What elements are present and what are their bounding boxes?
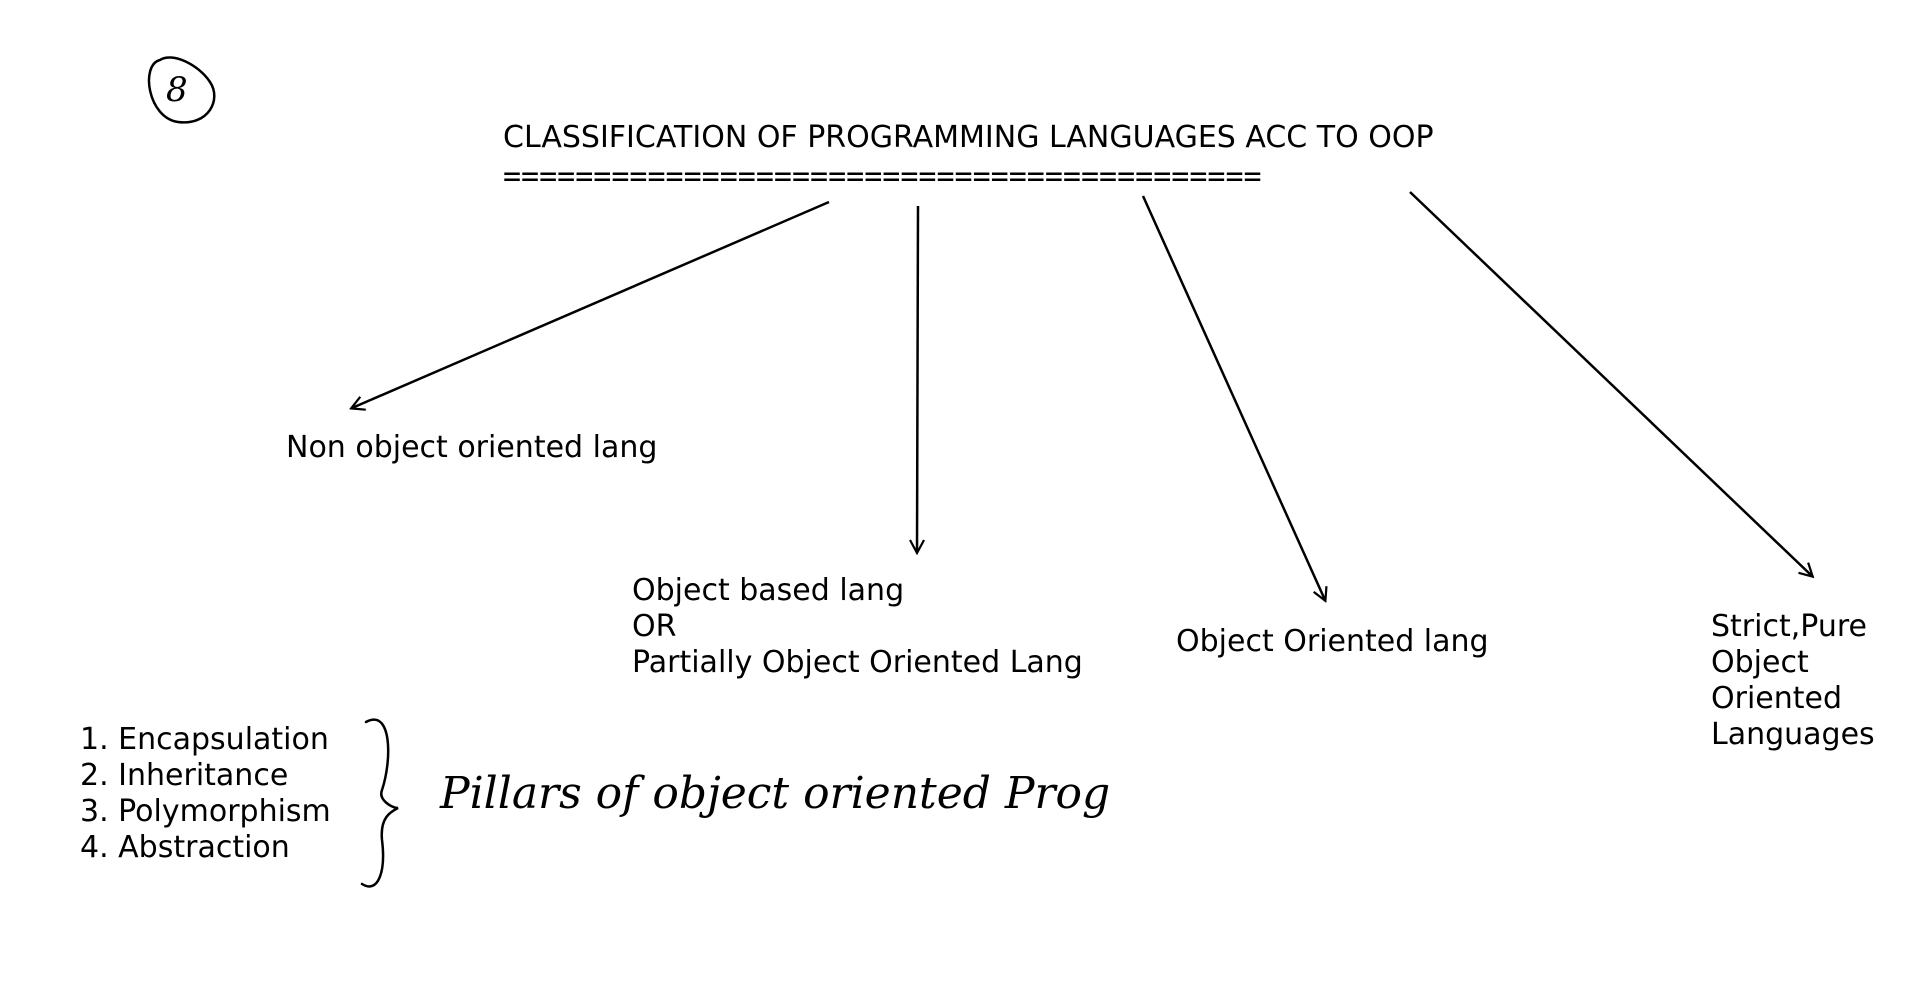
category-object-based-line-3: Partially Object Oriented Lang [632, 645, 1083, 680]
pillar-item: 2. Inheritance [80, 758, 289, 793]
category-pure-object-oriented: Strict,Pure Object Oriented Languages [1711, 609, 1875, 753]
diagram-title: CLASSIFICATION OF PROGRAMMING LANGUAGES … [503, 120, 1434, 155]
category-object-based-line-2: OR [632, 609, 677, 644]
title-underline: ========================================… [503, 162, 1262, 192]
pillar-item: 3. Polymorphism [80, 794, 331, 829]
category-object-oriented: Object Oriented lang [1176, 624, 1489, 659]
arrow-to-pure-object-oriented [1409, 191, 1812, 576]
arrow-to-object-oriented [1141, 195, 1325, 600]
pillars-list: 1. Encapsulation 2. Inheritance 3. Polym… [80, 722, 331, 866]
category-pure-line-2: Object [1711, 645, 1809, 680]
pillar-item: 4. Abstraction [80, 830, 290, 865]
arrow-to-non-object-oriented [352, 200, 830, 408]
arrow-to-object-based [917, 205, 918, 552]
curly-brace [360, 718, 399, 888]
category-pure-line-3: Oriented [1711, 681, 1843, 716]
category-pure-line-1: Strict,Pure [1711, 609, 1867, 644]
category-pure-line-4: Languages [1711, 717, 1875, 752]
page-number-mark: 8 [166, 70, 188, 110]
pillars-handwritten-note: Pillars of object oriented Prog [439, 768, 1110, 819]
category-object-based: Object based lang OR Partially Object Or… [632, 573, 1083, 681]
pillar-item: 1. Encapsulation [80, 722, 329, 757]
category-non-object-oriented: Non object oriented lang [286, 430, 658, 465]
category-object-based-line-1: Object based lang [632, 573, 905, 608]
